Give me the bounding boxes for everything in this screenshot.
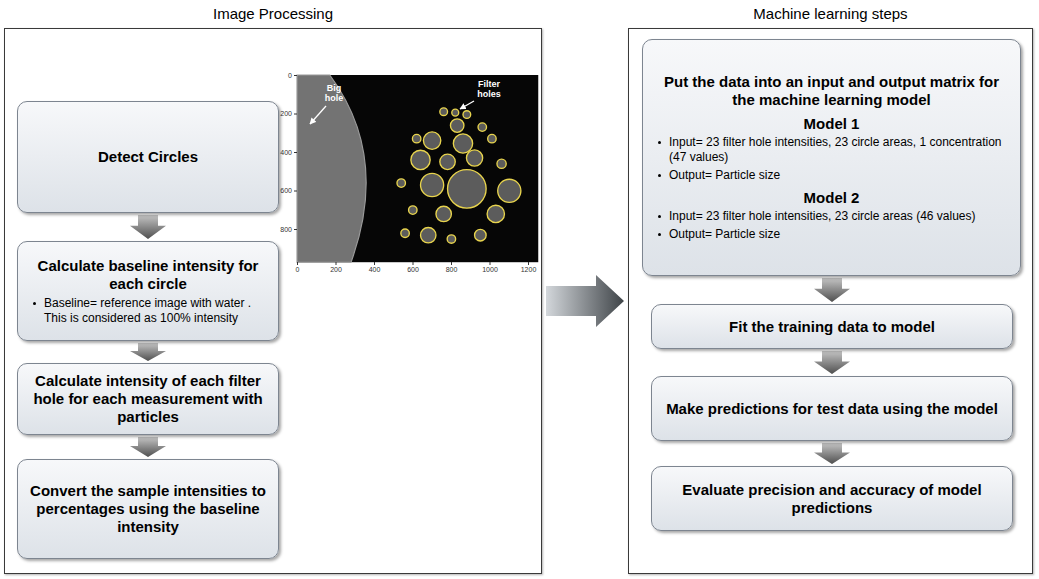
panel-title: Image Processing: [5, 5, 541, 23]
step-title: Convert the sample intensities to percen…: [28, 482, 268, 536]
axis-tick-label: 1000: [475, 266, 505, 274]
block-arrow: [814, 443, 850, 464]
process-box: Make predictions for test data using the…: [651, 376, 1013, 441]
bullet-item: Output= Particle size: [653, 168, 1010, 183]
block-arrow: [814, 351, 850, 374]
callout-label: Filter holes: [468, 79, 510, 99]
axis-tick-label: 600: [398, 266, 428, 274]
process-box: Put the data into an input and output ma…: [642, 39, 1021, 276]
bullet-item: Input= 23 filter hole intensities, 23 ci…: [653, 135, 1010, 165]
leader-line: [310, 106, 326, 124]
panel: Image ProcessingDetect CirclesCalculate …: [4, 28, 542, 574]
axis-tick-label: 800: [437, 266, 467, 274]
process-box: Calculate baseline intensity for each ci…: [17, 241, 279, 341]
callout-label: Big hole: [319, 83, 349, 103]
step-title: Evaluate precision and accuracy of model…: [662, 481, 1002, 517]
leader-line: [460, 101, 474, 109]
bullet-item: Input= 23 filter hole intensities, 23 ci…: [653, 209, 1010, 224]
model-title: Model 2: [653, 189, 1010, 206]
block-arrow: [130, 343, 166, 361]
step-title: Put the data into an input and output ma…: [653, 73, 1010, 109]
bullet-item: Baseline= reference image with water . T…: [28, 296, 268, 326]
process-box: Calculate intensity of each filter hole …: [17, 363, 279, 435]
axis-tick-label: 200: [266, 110, 292, 118]
step-title: Calculate baseline intensity for each ci…: [28, 257, 268, 293]
process-box: Evaluate precision and accuracy of model…: [651, 466, 1013, 531]
axis-tick-label: 0: [283, 266, 313, 274]
panel-title: Machine learning steps: [629, 5, 1032, 23]
axis-tick-label: 600: [266, 187, 292, 195]
model-title: Model 1: [653, 115, 1010, 132]
block-arrow: [130, 215, 166, 239]
step-title: Fit the training data to model: [662, 318, 1002, 336]
axis-tick-label: 1200: [514, 266, 544, 274]
block-arrow: [814, 278, 850, 302]
process-box: Convert the sample intensities to percen…: [17, 459, 279, 559]
process-box: Fit the training data to model: [651, 304, 1013, 349]
axis-tick-label: 400: [266, 149, 292, 157]
axis-ticks: [294, 76, 529, 266]
step-title: Calculate intensity of each filter hole …: [28, 372, 268, 426]
image-content: [297, 75, 538, 262]
panel: Machine learning stepsPut the data into …: [628, 28, 1033, 574]
axis-tick-label: 400: [360, 266, 390, 274]
axis-tick-label: 800: [266, 226, 292, 234]
axis-tick-label: 0: [266, 72, 292, 80]
block-arrow: [546, 275, 624, 327]
step-title: Make predictions for test data using the…: [662, 400, 1002, 418]
process-box: Detect Circles: [17, 101, 279, 213]
axis-tick-label: 200: [321, 266, 351, 274]
bullet-item: Output= Particle size: [653, 227, 1010, 242]
step-title: Detect Circles: [28, 148, 268, 166]
block-arrow: [130, 437, 166, 457]
